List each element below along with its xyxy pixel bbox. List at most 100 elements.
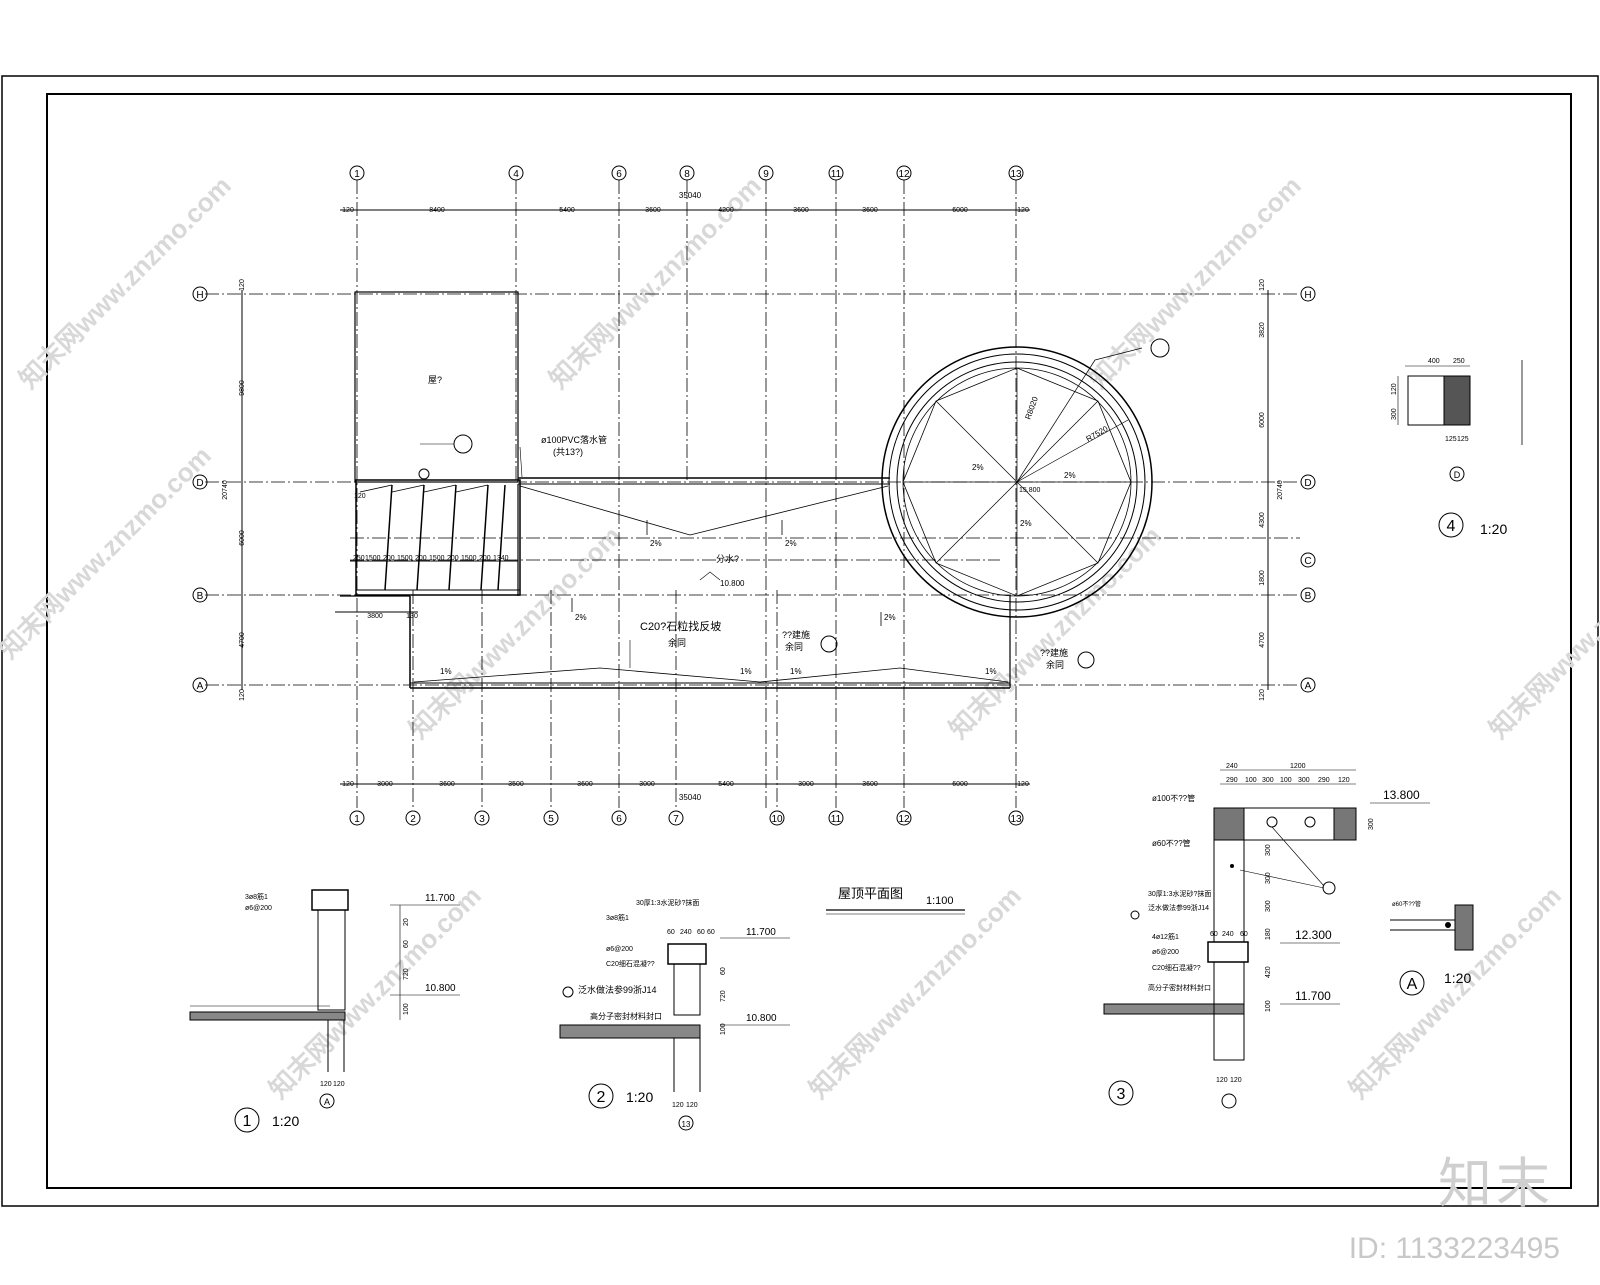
axis-bubble: 13: [1008, 165, 1024, 181]
slope-text: 2%: [785, 539, 797, 548]
watermark-7: 知末网www.znzmo.com: [1483, 520, 1600, 744]
gutter-label: 分水?: [716, 553, 739, 564]
dim-text: 120: [1391, 383, 1398, 395]
radius2-label: R7520: [1085, 424, 1110, 444]
elev-bot: 10.800: [425, 983, 456, 994]
elev-label: 10.800: [720, 579, 745, 588]
dim-text: 1800: [1259, 570, 1266, 586]
axis-bubble: D: [192, 474, 208, 490]
dim-text: 1200: [1290, 763, 1306, 770]
axis-label: 12: [898, 814, 910, 825]
watermark-3: 知末网www.znzmo.com: [1083, 170, 1307, 394]
detail-scale: 1:20: [272, 1113, 299, 1129]
elev-bot: 11.700: [1295, 989, 1331, 1003]
dim-text: 200: [447, 555, 459, 562]
slope-fill-label2: 余同: [668, 637, 686, 648]
dim-text: 60: [720, 967, 727, 975]
dim-text: 6000: [952, 207, 968, 214]
axis-bubble: B: [1300, 587, 1316, 603]
dim-text: 125: [1457, 436, 1469, 443]
watermark-4: 知末网www.znzmo.com: [0, 440, 217, 664]
elev-mid: 12.300: [1295, 928, 1332, 942]
dim-text: 120: [239, 689, 246, 701]
dim-text: 100: [1265, 1000, 1272, 1012]
note: 30厚1:3水泥砂?抹面: [1148, 889, 1211, 898]
axis-bubble: 12: [896, 810, 912, 826]
axis-label: B: [1305, 591, 1312, 602]
dim-text: 3600: [645, 207, 661, 214]
dim-text: 200: [383, 555, 395, 562]
dim-text: 6000: [239, 530, 246, 546]
dim-text: 290: [1226, 777, 1238, 784]
dim-text: 60: [1240, 931, 1248, 938]
dim-text: 60: [707, 929, 715, 936]
axis-label: 11: [831, 814, 842, 825]
detail-A: ø60不??管 A 1:20: [1390, 900, 1474, 996]
note: 30厚1:3水泥砂?抹面: [636, 898, 699, 907]
detail-scale: 1:20: [626, 1089, 653, 1105]
dim-text: 100: [1245, 777, 1257, 784]
dim-text: 3500: [508, 781, 524, 788]
detail-number: A: [1407, 976, 1418, 993]
dim-right-total: 20740: [1277, 480, 1284, 500]
slope-text: 1%: [985, 667, 997, 676]
pipe-label: ø100PVC落水管: [541, 434, 607, 445]
dim-text: 120: [342, 207, 354, 214]
axis-label: A: [1305, 681, 1312, 692]
dim-text: 3600: [439, 781, 455, 788]
axis-bubble: D: [1300, 474, 1316, 490]
axis-label: D: [1304, 478, 1311, 489]
dim-text: 120: [239, 279, 246, 291]
roof-plan: [205, 180, 1300, 808]
axis-bubble: 11: [828, 165, 844, 181]
dim-text: 120: [1216, 1077, 1228, 1084]
dim-text: 5400: [718, 781, 734, 788]
dim-text: 250: [1453, 358, 1465, 365]
axis-label: 7: [673, 814, 679, 825]
axis-label: 8: [684, 169, 690, 180]
dim-text: 300: [1391, 408, 1398, 420]
dim-text: 120: [342, 781, 354, 788]
elev-bot: 10.800: [746, 1013, 777, 1024]
dim-text: 720: [720, 990, 727, 1002]
top-axis-bubbles: 1 4 6 8 9 11 12 13: [349, 165, 1024, 181]
watermark-6: 知末网www.znzmo.com: [943, 520, 1167, 744]
axis-label: 4: [513, 169, 519, 180]
note: 4ø12筋1: [1152, 932, 1179, 941]
slope-text: 2%: [650, 539, 662, 548]
dim-text: 3600: [577, 781, 593, 788]
axis-bubble: 11: [828, 810, 844, 826]
note: ø100不??管: [1152, 793, 1195, 803]
dim-text: 420: [1265, 966, 1272, 978]
dim-text: 300: [1265, 900, 1272, 912]
detail-number: 4: [1447, 518, 1456, 535]
dim-text: 240: [680, 929, 692, 936]
slope-text: 1%: [790, 667, 802, 676]
note: ø6@200: [606, 946, 633, 953]
axis-label: A: [324, 1097, 330, 1107]
detail-scale: 1:20: [1480, 521, 1507, 537]
axis-label: 11: [831, 169, 842, 180]
elev-top: 11.700: [746, 927, 776, 938]
axis-label: A: [197, 681, 204, 692]
dim-text: 100: [403, 1003, 410, 1015]
axis-bubble: 13: [1008, 810, 1024, 826]
axis-label: 5: [548, 814, 554, 825]
dim-text: 200: [479, 555, 491, 562]
dim-text: 3600: [862, 781, 878, 788]
axis-label: C: [1304, 556, 1311, 567]
outer-frame: [1, 75, 1599, 1207]
dim-text: 290: [1318, 777, 1330, 784]
dim-text: 3600: [862, 207, 878, 214]
slope-markers: 2% 2% 2% 2% 2% 2% 2% 1% 1% 1% 1%: [440, 463, 1076, 676]
image-id: ID: 1133223495: [1348, 1232, 1560, 1265]
axis-bubble: 10: [769, 810, 785, 826]
detail-ref-4: [453, 434, 473, 454]
dim-text: 1500: [429, 555, 445, 562]
dim-text: 5400: [559, 207, 575, 214]
axis-bubble: A: [1300, 677, 1316, 693]
dim-text: 300: [1262, 777, 1274, 784]
dim-text: 60: [403, 940, 410, 948]
axis-label: 3: [479, 814, 485, 825]
axis-label: 2: [410, 814, 416, 825]
